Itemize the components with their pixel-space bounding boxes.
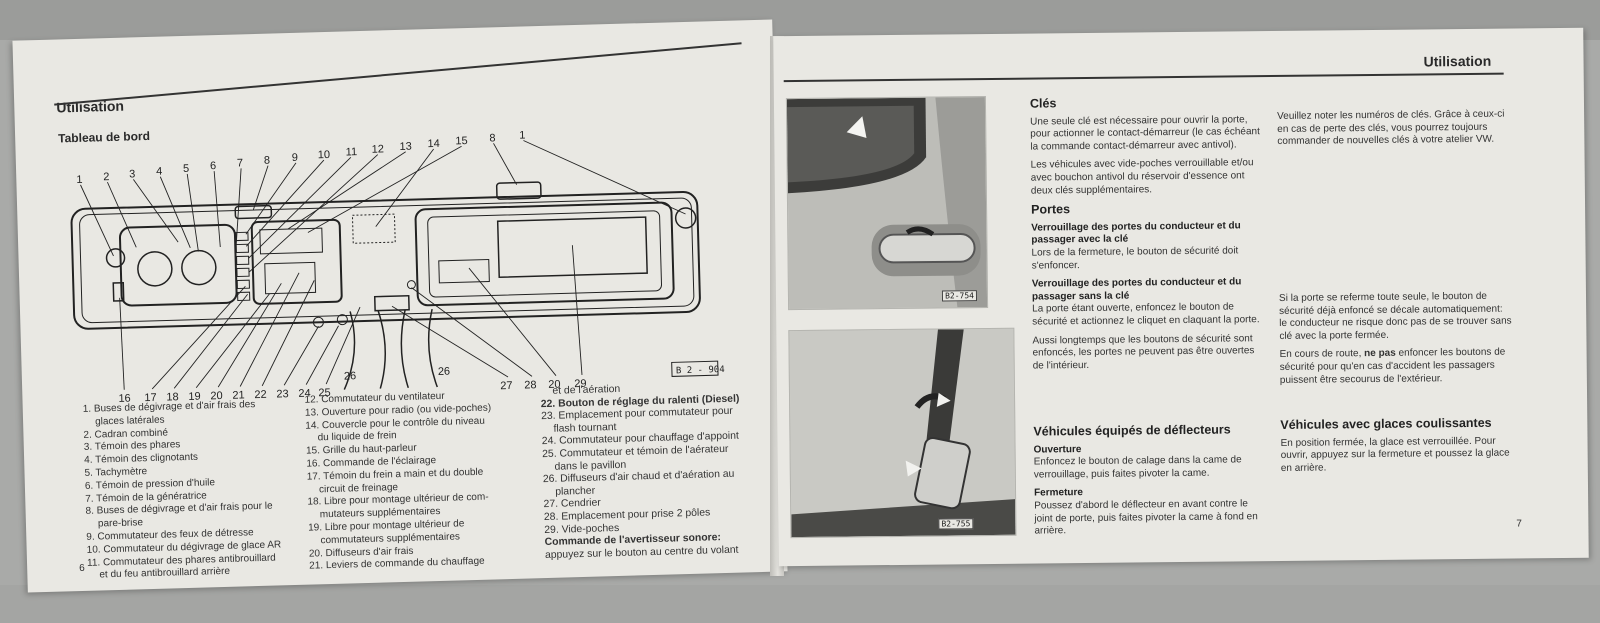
- callout-11: 11: [346, 146, 358, 158]
- callout-6: 6: [210, 160, 216, 172]
- callout-16: 16: [118, 393, 131, 405]
- right-page: Utilisation B2-754 B2-755 Clés Une seu: [773, 27, 1589, 567]
- callout-9: 9: [292, 152, 298, 164]
- section-heading-portes: Portes: [1031, 202, 1071, 217]
- paragraph: Enfoncez le bouton de calage dans la cam…: [1033, 454, 1242, 481]
- callout-26b: 26: [438, 366, 451, 378]
- callout-14: 14: [427, 138, 440, 150]
- paragraph: Les véhicules avec vide-poches verrouill…: [1030, 157, 1254, 197]
- callout-29: 29: [574, 378, 587, 390]
- page-number: 7: [1516, 518, 1523, 530]
- callout-22: 22: [254, 389, 267, 401]
- vent-window-illustration: [789, 328, 1016, 538]
- figure-ref: B 2 - 904: [676, 365, 725, 376]
- paragraph: Poussez d'abord le déflecteur en avant c…: [1034, 498, 1258, 537]
- text-column-right-bottom: Véhicules avec glaces coulissantes En po…: [1280, 415, 1515, 482]
- callout-20b: 20: [548, 379, 561, 391]
- callout-numbers: 1 2 3 4 5 6 7 8 9 10 11 12 13 14 15 8 1 …: [76, 129, 587, 405]
- paragraph: En cours de route, ne pas enfoncer les b…: [1280, 347, 1514, 387]
- paragraph: Veuillez noter les numéros de clés. Grâc…: [1277, 108, 1505, 148]
- section-heading-cles: Clés: [1029, 96, 1057, 111]
- figure-ref-box: [671, 360, 719, 377]
- page-header: Utilisation: [1423, 52, 1492, 70]
- page-number: 6: [79, 562, 85, 575]
- callout-28: 28: [524, 379, 537, 391]
- text-column-right-middle: Si la porte se referme toute seule, le b…: [1279, 291, 1514, 394]
- section-heading-glaces: Véhicules avec glaces coulissantes: [1280, 415, 1492, 432]
- callout-8b: 8: [489, 132, 495, 144]
- callout-3: 3: [129, 168, 135, 180]
- callout-26a: 26: [344, 370, 357, 382]
- text-run: En cours de route,: [1279, 348, 1365, 361]
- callout-19: 19: [188, 391, 201, 403]
- photo-ref: B2-755: [938, 518, 974, 530]
- callout-2: 2: [103, 171, 109, 183]
- callout-4: 4: [156, 166, 162, 178]
- callout-24: 24: [298, 388, 311, 400]
- header-rule: [783, 72, 1504, 82]
- subheading: Verrouillage des portes du conducteur et…: [1031, 220, 1241, 246]
- backdrop: [0, 585, 1600, 623]
- text-column-left-bottom: Véhicules équipés de déflecteurs Ouvertu…: [1033, 422, 1264, 544]
- callout-13: 13: [399, 141, 412, 153]
- callout-leader-lines: [80, 140, 686, 390]
- legend-column: 12. Commutateur du ventilateur 13. Ouver…: [304, 388, 559, 574]
- section-heading-deflecteurs: Véhicules équipés de déflecteurs: [1033, 422, 1231, 439]
- callout-1b: 1: [519, 129, 525, 141]
- callout-10: 10: [318, 149, 331, 161]
- paragraph: Aussi longtemps que les boutons de sécur…: [1032, 332, 1255, 372]
- photo-door-handle: B2-754: [785, 96, 989, 311]
- text-column-right: Veuillez noter les numéros de clés. Grâc…: [1277, 109, 1511, 155]
- callout-18: 18: [166, 391, 179, 403]
- callout-27: 27: [500, 380, 513, 392]
- callout-21: 21: [232, 389, 245, 401]
- photo-ref: B2-754: [942, 290, 978, 302]
- callout-5: 5: [183, 163, 189, 175]
- legend-column: 1. Buses de dégivrage et d'air frais des…: [83, 397, 338, 583]
- door-handle-illustration: [786, 97, 988, 310]
- callout-25: 25: [318, 387, 331, 399]
- callout-12: 12: [371, 143, 384, 155]
- callout-7: 7: [237, 157, 243, 169]
- emphasis: ne pas: [1364, 348, 1396, 360]
- callout-17: 17: [144, 392, 157, 404]
- dashboard-outline: [70, 181, 701, 390]
- legend-column: et de l'aération 22. Bouton de réglage d…: [540, 379, 787, 562]
- paragraph: Si la porte se referme toute seule, le b…: [1278, 290, 1512, 342]
- dashboard-diagram: 1 2 3 4 5 6 7 8 9 10 11 12 13 14 15 8 1 …: [70, 129, 725, 405]
- paragraph: Une seule clé est nécessaire pour ouvrir…: [1030, 113, 1260, 153]
- paragraph: En position fermée, la glace est verroui…: [1280, 435, 1510, 474]
- callout-8: 8: [264, 155, 270, 167]
- paragraph: La porte étant ouverte, enfoncez le bout…: [1032, 301, 1260, 328]
- photo-vent-window: B2-755: [788, 327, 1017, 539]
- callout-20: 20: [210, 390, 223, 402]
- callout-1: 1: [76, 174, 82, 186]
- subheading: Verrouillage des portes du conducteur et…: [1031, 276, 1242, 303]
- callout-15: 15: [455, 135, 468, 147]
- paragraph: Lors de la fermeture, le bouton de sécur…: [1031, 245, 1239, 272]
- text-column-left: Clés Une seule clé est nécessaire pour o…: [1030, 95, 1263, 379]
- left-page: Utilisation Tableau de bord: [12, 19, 788, 593]
- callout-23: 23: [276, 388, 289, 400]
- header-rule: [54, 42, 742, 106]
